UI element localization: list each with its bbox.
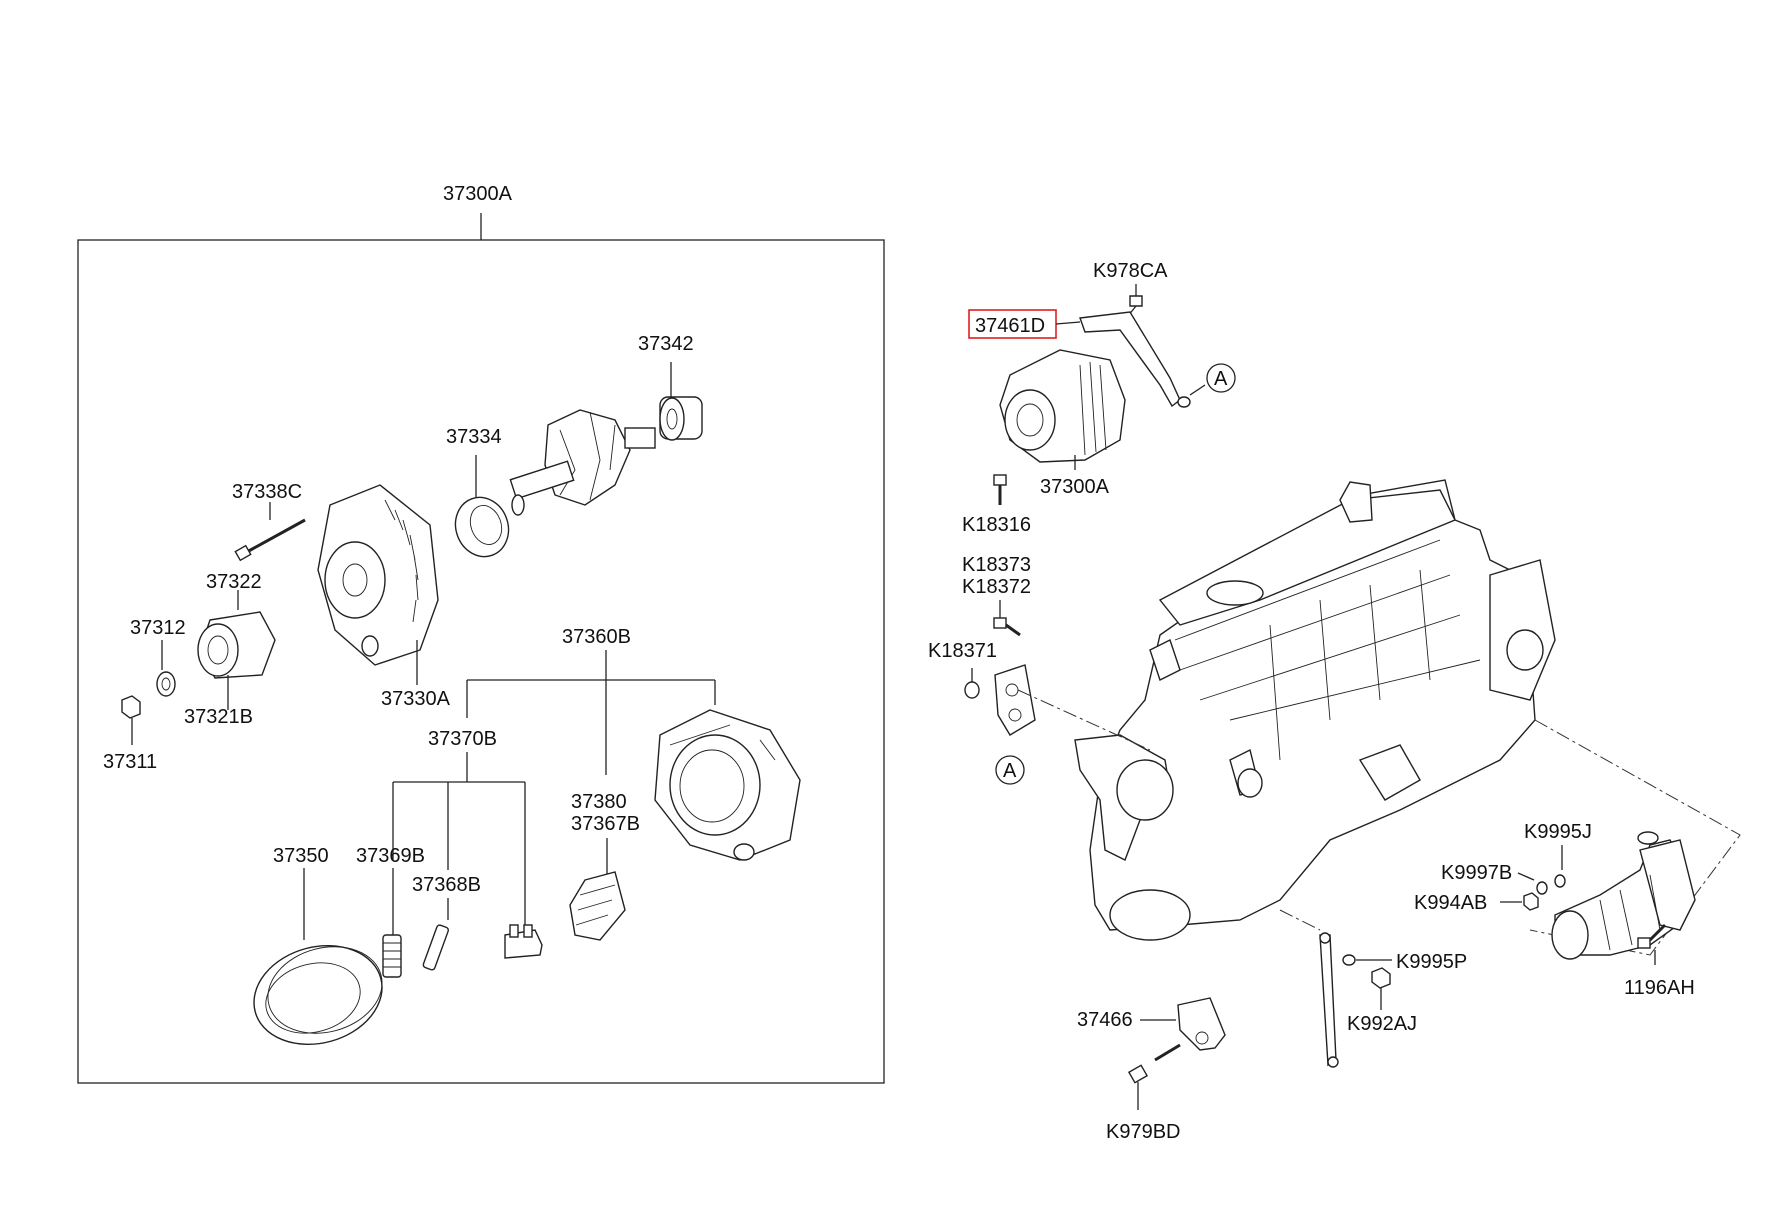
brush-holder <box>504 924 543 959</box>
ground-strap <box>1319 932 1339 1068</box>
label-K18316[interactable]: K18316 <box>962 514 1031 536</box>
part-37461D-adjusting-bar[interactable] <box>1079 311 1191 408</box>
label-37342[interactable]: 37342 <box>638 333 694 355</box>
label-37311[interactable]: 37311 <box>103 751 157 773</box>
part-37342-bearing[interactable] <box>659 362 703 441</box>
part-K979BD-bolt[interactable] <box>1127 1043 1181 1110</box>
part-37300A-alternator[interactable] <box>999 349 1126 470</box>
label-37322[interactable]: 37322 <box>206 571 262 593</box>
part-1196AH-bolt[interactable] <box>1637 923 1667 965</box>
part-K9995P-washer[interactable] <box>1342 954 1392 966</box>
label-37334[interactable]: 37334 <box>446 426 502 448</box>
label-K9997B[interactable]: K9997B <box>1441 862 1512 884</box>
part-K18372-bolt[interactable] <box>993 600 1021 637</box>
starter-motor <box>1551 831 1696 960</box>
dashdot-line-A <box>1017 689 1151 751</box>
part-37369B-spring[interactable] <box>382 868 402 978</box>
part-37334-bearing[interactable] <box>447 455 516 564</box>
label-37300A-engine[interactable]: 37300A <box>1040 476 1110 498</box>
engine-block <box>1074 479 1556 941</box>
label-K978CA[interactable]: K978CA <box>1093 260 1168 282</box>
label-K18373[interactable]: K18373 <box>962 554 1031 576</box>
part-37368B-brush[interactable] <box>422 898 450 971</box>
label-37368B[interactable]: 37368B <box>412 874 481 896</box>
label-37300A-top[interactable]: 37300A <box>443 183 513 205</box>
label-A-top[interactable]: A <box>1214 368 1228 390</box>
label-37380[interactable]: 37380 <box>571 791 627 813</box>
label-K994AB[interactable]: K994AB <box>1414 892 1487 914</box>
part-37312-washer[interactable] <box>156 640 176 697</box>
leader-37360B <box>466 650 716 775</box>
label-37338C[interactable]: 37338C <box>232 481 302 503</box>
label-K992AJ[interactable]: K992AJ <box>1347 1013 1417 1035</box>
label-A-bottom[interactable]: A <box>1003 760 1017 782</box>
label-37321B[interactable]: 37321B <box>184 706 253 728</box>
label-K9995J[interactable]: K9995J <box>1524 821 1592 843</box>
part-K18371-bracket[interactable] <box>964 664 1036 736</box>
dashdot-line-strap <box>1279 909 1321 931</box>
assembly-frame <box>77 239 885 1084</box>
label-37369B[interactable]: 37369B <box>356 845 425 867</box>
label-37370B[interactable]: 37370B <box>428 728 497 750</box>
alternator-exploded-view: 37300A 37342 37334 <box>77 183 885 1084</box>
part-K9995J-washer[interactable] <box>1554 845 1566 888</box>
label-K18371[interactable]: K18371 <box>928 640 997 662</box>
part-37466-bracket[interactable] <box>1140 997 1226 1051</box>
callout-A-bottom <box>995 755 1025 785</box>
label-1196AH[interactable]: 1196AH <box>1624 977 1695 999</box>
label-37360B[interactable]: 37360B <box>562 626 631 648</box>
callout-A-top <box>1206 363 1236 393</box>
part-K992AJ-nut[interactable] <box>1371 967 1391 1010</box>
engine-view: K978CA 37461D A 37300A <box>928 260 1741 1143</box>
part-37322-fan[interactable] <box>197 590 276 710</box>
part-37338C-bolt[interactable] <box>234 502 306 562</box>
part-K994AB-nut[interactable] <box>1500 892 1539 911</box>
label-37312[interactable]: 37312 <box>130 617 186 639</box>
leader-37370B <box>392 752 526 935</box>
rotor <box>509 409 656 516</box>
part-K18316-bolt[interactable] <box>993 474 1007 505</box>
part-K9997B-washer[interactable] <box>1517 872 1548 895</box>
part-K978CA-bolt[interactable] <box>1127 284 1143 317</box>
part-37330A-housing[interactable] <box>317 484 439 685</box>
label-K979BD[interactable]: K979BD <box>1106 1121 1181 1143</box>
label-37461D[interactable]: 37461D <box>975 315 1045 337</box>
rear-housing <box>654 709 801 861</box>
dashdot-line-starter <box>1529 719 1741 956</box>
part-37311-nut[interactable] <box>121 695 141 745</box>
label-37367B[interactable]: 37367B <box>571 813 640 835</box>
label-37350[interactable]: 37350 <box>273 845 329 867</box>
label-K9995P[interactable]: K9995P <box>1396 951 1467 973</box>
part-37380-regulator[interactable] <box>569 838 626 941</box>
label-37330A[interactable]: 37330A <box>381 688 451 710</box>
label-37466[interactable]: 37466 <box>1077 1009 1133 1031</box>
part-37350-pulley[interactable] <box>243 868 393 1058</box>
label-K18372[interactable]: K18372 <box>962 576 1031 598</box>
